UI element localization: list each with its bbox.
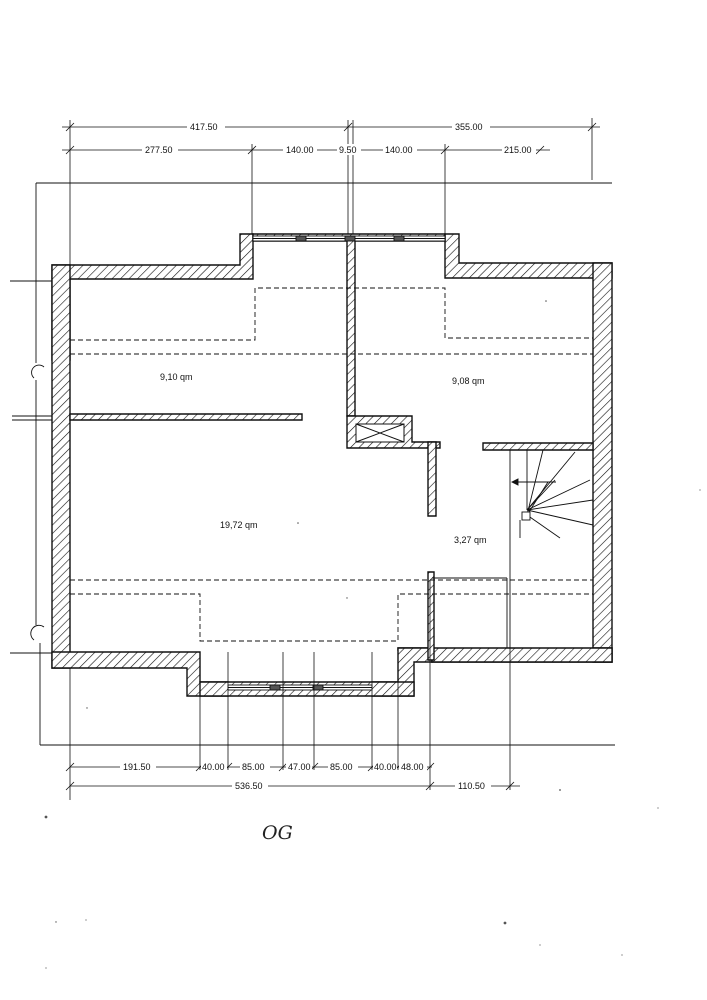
dim-bottom-4: 47.00: [288, 762, 311, 772]
dimension-labels-bottom: 191.50 40.00 85.00 47.00 85.00 40.00 48.…: [120, 761, 491, 791]
dim-top-inner-2: 140.00: [286, 145, 314, 155]
dim-bottom-5: 85.00: [330, 762, 353, 772]
roof-slope-lines: [70, 287, 593, 642]
room-area-upper-left: 9,10 qm: [160, 372, 193, 382]
dimension-labels-top: 417.50 355.00 277.50 140.00 9.50 140.00 …: [142, 120, 536, 155]
room-area-upper-right: 9,08 qm: [452, 376, 485, 386]
room-area-main: 19,72 qm: [220, 520, 258, 530]
dim-bottom-3: 85.00: [242, 762, 265, 772]
dim-top-inner-4: 140.00: [385, 145, 413, 155]
walls: [51, 233, 613, 697]
dim-top-outer-left: 417.50: [190, 122, 218, 132]
room-labels: 9,10 qm 9,08 qm 19,72 qm 3,27 qm: [160, 372, 487, 545]
staircase: [432, 449, 594, 648]
dim-top-inner-3: 9.50: [339, 145, 357, 155]
dim-top-inner-5: 215.00: [504, 145, 532, 155]
room-area-stair: 3,27 qm: [454, 535, 487, 545]
scan-specks: [44, 300, 701, 969]
dim-top-inner-1: 277.50: [145, 145, 173, 155]
dimension-lines-top: [62, 118, 600, 800]
dim-top-outer-right: 355.00: [455, 122, 483, 132]
floor-label: OG: [262, 822, 293, 844]
shaft-symbol: [355, 423, 405, 443]
dim-bottom-6: 40.00: [374, 762, 397, 772]
dim-bottom-total-right: 110.50: [458, 781, 485, 791]
dim-bottom-total-left: 536.50: [235, 781, 263, 791]
dim-bottom-1: 191.50: [123, 762, 151, 772]
reference-lines: [10, 182, 615, 746]
dim-bottom-2: 40.00: [202, 762, 225, 772]
windows: [227, 235, 446, 691]
dim-bottom-7: 48.00: [401, 762, 424, 772]
